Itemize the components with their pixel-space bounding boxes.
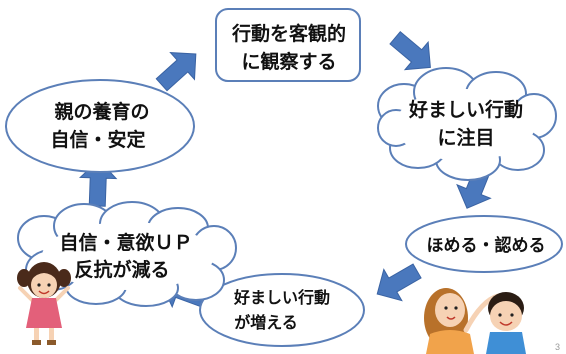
- node-observe-line2: に観察する: [241, 50, 336, 73]
- node-confidence-line2: 反抗が減る: [74, 258, 169, 281]
- node-increase: 好ましい行動 が増える: [199, 273, 365, 347]
- node-observe: 行動を客観的 に観察する: [215, 8, 361, 82]
- page-number: 3: [554, 342, 560, 352]
- node-observe-line1: 行動を客観的: [231, 22, 346, 45]
- node-parent: 親の養育の 自信・安定: [5, 79, 195, 173]
- node-praise: ほめる・認める: [405, 215, 563, 273]
- node-attention: 好ましい行動 に注目: [377, 67, 557, 181]
- node-confidence-line1: 自信・意欲ＵＰ: [59, 231, 192, 254]
- node-increase-line1: 好ましい行動: [233, 288, 330, 307]
- node-parent-shape: [5, 79, 195, 173]
- node-praise-line1: ほめる・認める: [427, 235, 546, 256]
- node-parent-line2: 自信・安定: [50, 128, 145, 151]
- node-attention-line2: に注目: [437, 126, 494, 149]
- node-increase-shape: [199, 273, 365, 347]
- node-attention-line1: 好ましい行動: [408, 98, 523, 121]
- node-increase-line2: が増える: [234, 313, 298, 332]
- mother-child-illustration: [424, 288, 526, 354]
- node-praise-shape: [405, 215, 563, 273]
- arrow-observe-to-attention: [389, 31, 431, 71]
- arrow-praise-to-increase: [376, 263, 422, 302]
- girl-illustration: [17, 262, 71, 345]
- node-parent-line1: 親の養育の: [54, 100, 149, 123]
- arrow-parent-to-observe: [155, 52, 197, 92]
- node-observe-shape: [215, 8, 361, 82]
- node-confidence: 自信・意欲ＵＰ 反抗が減る: [17, 201, 237, 307]
